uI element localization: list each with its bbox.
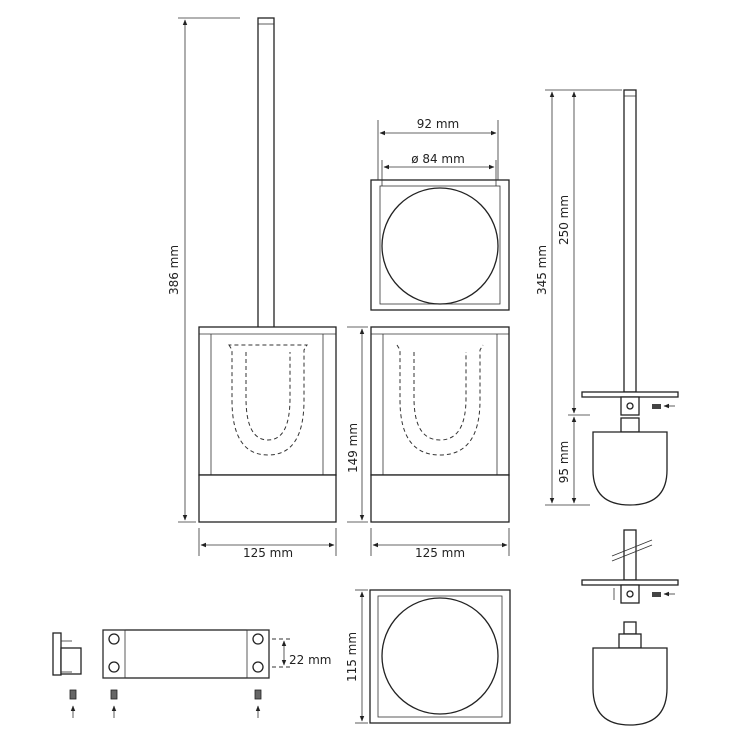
dim-bracket-height: 22 mm — [272, 638, 331, 668]
dim-total-height: 386 mm — [167, 17, 240, 523]
brush-handle-right — [623, 89, 637, 393]
label-container-height: 149 mm — [346, 423, 360, 473]
dim-base-height: 115 mm — [345, 589, 368, 724]
bracket-plate — [102, 629, 270, 679]
top-view — [370, 179, 510, 311]
screw-hole-icon — [108, 661, 120, 673]
glass-container — [198, 326, 337, 476]
label-handle-length: 250 mm — [557, 195, 571, 245]
dim-container-height: 149 mm — [346, 326, 368, 523]
base-block — [198, 474, 337, 523]
screw-hole-icon — [252, 661, 264, 673]
screw-set — [69, 689, 262, 718]
label-base-height: 115 mm — [345, 632, 359, 682]
screw-hole-icon — [252, 633, 264, 645]
brush-cap-disc — [581, 391, 679, 398]
screw-icon — [626, 590, 634, 598]
front-view — [198, 17, 337, 523]
screw-icon — [626, 402, 634, 410]
top-circle — [381, 187, 499, 305]
label-inner-diameter: ø 84 mm — [411, 152, 465, 166]
dim-brush-lengths: 345 mm 250 mm 95 mm — [535, 89, 622, 506]
brush-head — [592, 431, 668, 506]
label-head-length: 95 mm — [557, 441, 571, 483]
brush-handle — [257, 17, 275, 329]
wall-bracket-front — [102, 629, 270, 679]
label-bracket-height: 22 mm — [289, 653, 331, 667]
label-outer-width: 92 mm — [417, 117, 459, 131]
dim-width-front: 125 mm — [198, 528, 337, 560]
bottom-view — [369, 589, 511, 724]
brush-head-exploded — [592, 647, 668, 726]
hidden-brush-head — [228, 344, 308, 456]
dim-width-side: 125 mm — [370, 528, 510, 560]
top-outer-square — [370, 179, 510, 311]
label-brush-length: 345 mm — [535, 245, 549, 295]
dim-inner-diameter: ø 84 mm — [381, 152, 497, 186]
screw-hole-icon — [108, 633, 120, 645]
label-width-side: 125 mm — [415, 546, 465, 560]
dowel-icon — [110, 689, 118, 700]
wall-bracket-side — [52, 632, 82, 676]
dim-outer-width: 92 mm — [377, 117, 499, 180]
brush-exploded — [581, 529, 679, 726]
dowel-icon — [69, 689, 77, 700]
bottom-outer-square — [369, 589, 511, 724]
side-glass — [370, 326, 510, 476]
label-total-height: 386 mm — [167, 245, 181, 295]
label-width-front: 125 mm — [243, 546, 293, 560]
brush-assembled — [581, 89, 679, 506]
side-view — [370, 326, 510, 523]
dowel-icon — [254, 689, 262, 700]
side-base — [370, 474, 510, 523]
